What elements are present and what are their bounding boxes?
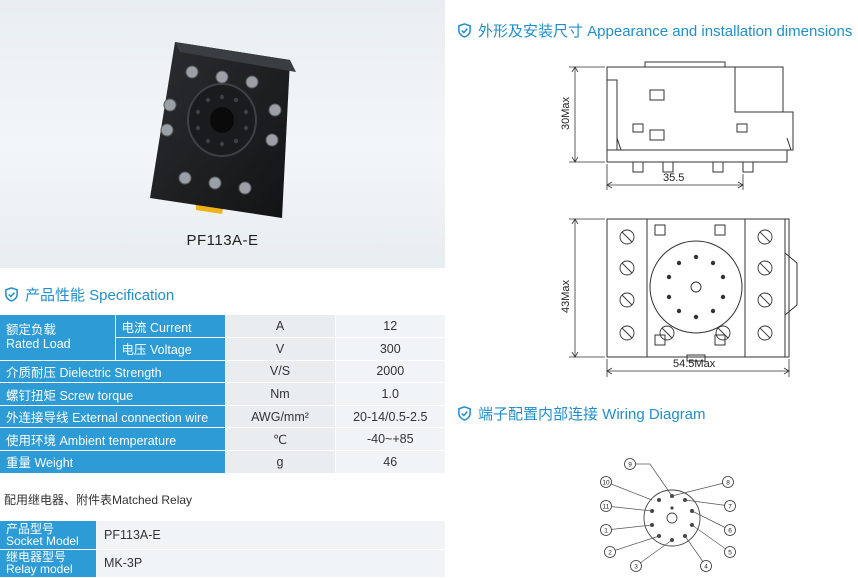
table-row: 继电器型号 Relay model MK-3P xyxy=(0,549,445,578)
relay-model-value: MK-3P xyxy=(96,549,445,578)
shield-check-icon xyxy=(5,287,18,302)
spec-value: 20-14/0.5-2.5 xyxy=(335,405,445,429)
terminal-label: 9 xyxy=(628,462,632,469)
spec-value: 300 xyxy=(335,337,445,361)
terminal-label: 5 xyxy=(728,550,732,557)
spec-unit: Nm xyxy=(225,382,336,406)
spec-value: 1.0 xyxy=(335,382,445,406)
specification-heading: 产品性能 Specification xyxy=(4,284,174,305)
table-row: 重量 Weight g 46 xyxy=(0,450,445,474)
side-dimension-label: 43Max xyxy=(560,279,572,313)
specification-table: 额定负载 Rated Load 电流 Current A 12 电压 Volta… xyxy=(0,315,445,474)
socket-illustration xyxy=(150,42,296,218)
table-row: 介质耐压 Dielectric Strength V/S 2000 xyxy=(0,360,445,384)
wiring-heading: 端子配置内部连接 Wiring Diagram xyxy=(457,403,706,424)
spec-label: 使用环境 Ambient temperature xyxy=(0,427,226,452)
matched-relay-table: 产品型号 Socket Model PF113A-E 继电器型号 Relay m… xyxy=(0,521,445,578)
table-row: 电压 Voltage V 300 xyxy=(0,337,445,361)
spec-label: 重量 Weight xyxy=(0,450,226,474)
spec-unit: g xyxy=(225,450,336,474)
spec-value: -40~+85 xyxy=(335,427,445,452)
table-row: 产品型号 Socket Model PF113A-E xyxy=(0,521,445,550)
terminal-label: 8 xyxy=(726,480,730,487)
width-top-dimension-label: 35.5 xyxy=(663,172,684,184)
spec-unit: A xyxy=(225,315,336,339)
side-view-drawing: 30Max 35.5 xyxy=(560,61,794,190)
product-model-caption: PF113A-E xyxy=(186,232,259,249)
terminal-label: 10 xyxy=(602,480,610,487)
terminal-label: 7 xyxy=(728,504,732,511)
wiring-diagram: 9 10 11 1 2 3 4 5 6 7 8 xyxy=(600,458,736,572)
spec-unit: V/S xyxy=(225,360,336,384)
top-view-drawing: 43Max 54.5Max xyxy=(560,218,798,377)
spec-label: 螺钉扭矩 Screw torque xyxy=(0,382,226,406)
width-bottom-dimension-label: 54.5Max xyxy=(673,358,716,370)
table-row: 外连接导线 External connection wire AWG/mm² 2… xyxy=(0,405,445,429)
shield-check-icon xyxy=(458,23,471,38)
spec-unit: V xyxy=(225,337,336,361)
spec-label: 介质耐压 Dielectric Strength xyxy=(0,360,226,384)
spec-value: 46 xyxy=(335,450,445,474)
spec-unit: ℃ xyxy=(225,427,336,452)
matched-relay-heading: 配用继电器、附件表Matched Relay xyxy=(4,493,193,507)
terminal-label: 3 xyxy=(634,564,638,571)
shield-check-icon xyxy=(458,406,471,421)
terminal-label: 1 xyxy=(604,528,608,535)
socket-model-label: 产品型号 Socket Model xyxy=(0,521,96,550)
table-row: 螺钉扭矩 Screw torque Nm 1.0 xyxy=(0,382,445,406)
terminal-label: 6 xyxy=(728,528,732,535)
terminal-label: 11 xyxy=(603,504,610,511)
spec-sub-label: 电压 Voltage xyxy=(115,337,226,361)
terminal-label: 4 xyxy=(704,564,708,571)
spec-value: 2000 xyxy=(335,360,445,384)
rated-load-label: 额定负载 Rated Load xyxy=(0,315,116,361)
spec-unit: AWG/mm² xyxy=(225,405,336,429)
product-photo: PF113A-E xyxy=(0,0,445,268)
spec-sub-label: 电流 Current xyxy=(115,315,226,339)
table-row: 使用环境 Ambient temperature ℃ -40~+85 xyxy=(0,427,445,452)
socket-model-value: PF113A-E xyxy=(96,521,445,550)
terminal-label: 2 xyxy=(608,550,612,557)
spec-value: 12 xyxy=(335,315,445,339)
spec-label: 外连接导线 External connection wire xyxy=(0,405,226,429)
dimensions-heading: 外形及安装尺寸 Appearance and installation dime… xyxy=(457,20,852,41)
height-dimension-label: 30Max xyxy=(560,96,572,130)
relay-model-label: 继电器型号 Relay model xyxy=(0,549,96,578)
table-row: 额定负载 Rated Load 电流 Current A 12 xyxy=(0,315,445,361)
